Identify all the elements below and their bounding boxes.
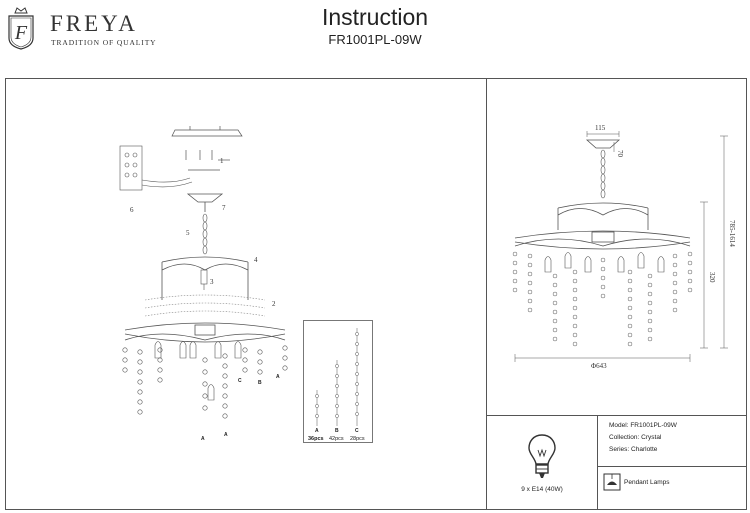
strand-letter-a-right: A xyxy=(276,374,280,380)
strand-legend: A B C 36pcs 42pcs 28pcs xyxy=(308,328,365,442)
brand-name: FREYA xyxy=(50,11,138,36)
pendant-lamp-icon xyxy=(603,473,621,491)
dim-canopy-height: 70 xyxy=(616,150,624,158)
document-model-number: FR1001PL-09W xyxy=(328,32,422,47)
spec-series: Series: Charlotte xyxy=(609,446,658,453)
strand-letter-a-center: A xyxy=(224,432,228,438)
dim-diameter: Φ643 xyxy=(591,362,607,370)
canopy xyxy=(186,193,224,212)
legend-letter-c: C xyxy=(355,428,359,434)
middle-frame xyxy=(144,294,266,317)
candle-bulbs xyxy=(154,341,242,401)
part-label-4: 4 xyxy=(254,256,258,264)
bulb-spec: 9 x E14 (40W) xyxy=(521,486,563,493)
dim-strands xyxy=(512,251,693,347)
dim-body-height: 320 xyxy=(708,272,716,283)
document-title: Instruction xyxy=(321,4,429,30)
dim-canopy-width: 115 xyxy=(595,124,606,132)
mounting-plate xyxy=(171,126,243,171)
brand-tagline: TRADITION OF QUALITY xyxy=(51,38,157,47)
legend-pcs-b: 42pcs xyxy=(329,436,344,442)
dimension-drawing: 115 70 xyxy=(512,124,736,370)
lower-arms xyxy=(124,322,286,343)
upper-crown xyxy=(161,256,249,300)
part-label-1: 1 xyxy=(220,157,224,165)
strand-letter-b: B xyxy=(258,380,262,386)
spec-model: Model: FR1001PL-09W xyxy=(609,422,677,429)
divider-horizontal xyxy=(486,415,747,416)
divider-type xyxy=(597,466,747,467)
strand-letter-a-left: A xyxy=(201,436,205,442)
dim-chain xyxy=(600,149,606,199)
legend-pcs-c: 28pcs xyxy=(350,436,365,442)
light-bulb-icon xyxy=(528,434,556,478)
freya-logo-emblem: F xyxy=(8,7,34,50)
wiring-box xyxy=(119,145,193,191)
legend-pcs-a: 36pcs xyxy=(308,436,324,442)
divider-vertical xyxy=(486,78,487,510)
drawing-frame xyxy=(5,78,747,510)
dim-total-height: 785-1614 xyxy=(728,220,736,247)
crystal-strands xyxy=(122,345,288,419)
chain xyxy=(202,213,208,255)
part-label-5: 5 xyxy=(186,229,190,237)
bulb-holder xyxy=(200,269,208,290)
part-label-6: 6 xyxy=(130,206,134,214)
spec-collection: Collection: Crystal xyxy=(609,434,662,441)
spec-type: Pendant Lamps xyxy=(624,479,670,486)
strand-legend-box xyxy=(303,320,373,443)
part-label-2: 2 xyxy=(272,300,276,308)
legend-letter-a: A xyxy=(315,428,319,434)
dim-bulbs xyxy=(544,252,665,273)
svg-text:F: F xyxy=(14,22,28,44)
part-label-7: 7 xyxy=(222,204,226,212)
assembly-diagram: 1 6 7 5 4 3 2 xyxy=(119,126,288,442)
dim-canopy xyxy=(585,139,621,149)
dim-body xyxy=(514,202,691,250)
strand-letter-c: C xyxy=(238,378,242,384)
legend-letter-b: B xyxy=(335,428,339,434)
part-label-3: 3 xyxy=(210,278,214,286)
divider-spec xyxy=(597,415,598,510)
